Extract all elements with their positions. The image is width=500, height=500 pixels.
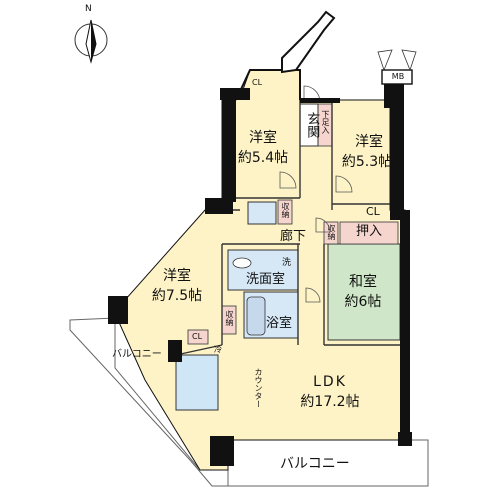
meter-box-frame	[381, 69, 413, 85]
cl-top-label: CL	[252, 78, 263, 87]
balcony-left-label: バルコニー	[112, 349, 162, 360]
counter-label: カウンター	[254, 368, 263, 408]
shuno-1-label: 収納	[281, 202, 290, 218]
rouka-label: 廊下	[280, 229, 307, 244]
shuno-3-label: 収納	[225, 310, 234, 326]
ref-label: 冷	[214, 345, 222, 354]
sen-label: 洗	[282, 258, 292, 268]
kitchen-area	[175, 354, 219, 411]
shuno-1-area	[277, 199, 293, 225]
washitsu-area	[327, 243, 401, 341]
exterior-walls	[108, 84, 412, 466]
getaire-label: 下足入	[321, 110, 330, 134]
washroom-area	[227, 249, 299, 291]
youshitsu-c-name: 洋室	[163, 268, 191, 284]
exterior-outline	[235, 69, 301, 101]
oshiire-area	[339, 221, 399, 245]
shuno-2-area	[323, 221, 339, 245]
youshitsu-b-name: 洋室	[355, 134, 383, 150]
cl-left-label: CL	[192, 332, 203, 341]
senmenshitsu-label: 洗面室	[246, 272, 286, 287]
washitsu-name: 和室	[349, 274, 377, 290]
meter-box-label: MB	[391, 72, 405, 81]
yokushitsu-label: 浴室	[266, 316, 293, 331]
washitsu-size: 約6帖	[344, 294, 382, 310]
balcony-bottom-label: バルコニー	[280, 456, 350, 472]
cl-left-area	[187, 329, 209, 345]
sink	[232, 257, 252, 269]
youshitsu-a-size: 約5.4帖	[237, 150, 289, 166]
cl-right-label: CL	[366, 205, 380, 218]
compass-rose	[74, 19, 108, 64]
ldk-size: 約17.2帖	[300, 394, 360, 410]
duct-shaft	[281, 10, 336, 74]
youshitsu-a-name: 洋室	[249, 130, 277, 146]
oshiire-label: 押入	[356, 224, 383, 239]
youshitsu-c-size: 約7.5帖	[151, 288, 203, 304]
ldk-name: LDK	[313, 374, 347, 390]
shuno-2-label: 収納	[327, 224, 336, 240]
meter-box-doors	[377, 49, 417, 72]
toilet-area	[247, 201, 277, 225]
compass-north-label: N	[85, 4, 92, 14]
bathtub	[246, 296, 266, 336]
youshitsu-b-size: 約5.3帖	[341, 154, 393, 170]
genkan-label: 玄関	[304, 112, 320, 138]
